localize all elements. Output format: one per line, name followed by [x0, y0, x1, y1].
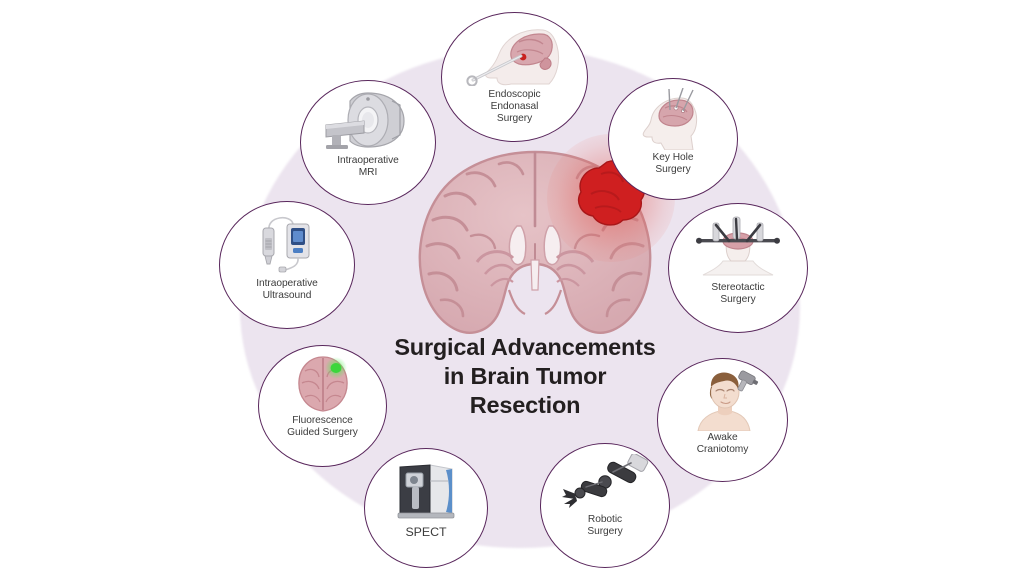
spect-scanner-icon	[390, 459, 462, 521]
ultrasound-probe-monitor-icon	[247, 212, 327, 276]
robotic-arm-icon	[559, 454, 651, 512]
node-endoscopic-endonasal-surgery[interactable]: Endoscopic Endonasal Surgery	[441, 12, 588, 142]
node-fluorescence-guided-surgery[interactable]: Fluorescence Guided Surgery	[258, 345, 387, 467]
figure-title: Surgical Advancements in Brain Tumor Res…	[394, 334, 656, 419]
stereotactic-frame-icon	[689, 215, 787, 279]
node-stereotactic-surgery[interactable]: Stereotactic Surgery	[668, 203, 808, 333]
node-label: SPECT	[405, 525, 447, 539]
node-label: Robotic Surgery	[587, 514, 623, 537]
node-label: Stereotactic Surgery	[711, 282, 765, 305]
patient-face-drill-icon	[682, 369, 764, 431]
node-label: Key Hole Surgery	[652, 152, 694, 175]
node-awake-craniotomy[interactable]: Awake Craniotomy	[657, 358, 788, 482]
node-robotic-surgery[interactable]: Robotic Surgery	[540, 443, 670, 568]
mri-scanner-icon	[320, 91, 416, 151]
node-key-hole-surgery[interactable]: Key Hole Surgery	[608, 78, 738, 200]
node-label: Awake Craniotomy	[696, 432, 749, 455]
node-label: Intraoperative MRI	[337, 155, 399, 178]
node-intraoperative-ultrasound[interactable]: Intraoperative Ultrasound	[219, 201, 355, 329]
node-spect[interactable]: SPECT	[364, 448, 488, 568]
brain-top-view-green-spot-icon	[292, 355, 354, 413]
node-label: Intraoperative Ultrasound	[256, 278, 318, 301]
node-label: Fluorescence Guided Surgery	[287, 415, 358, 438]
node-intraoperative-mri[interactable]: Intraoperative MRI	[300, 80, 436, 205]
sagittal-head-endoscope-icon	[465, 24, 565, 86]
node-label: Endoscopic Endonasal Surgery	[488, 89, 541, 124]
head-profile-needles-icon	[635, 88, 711, 150]
